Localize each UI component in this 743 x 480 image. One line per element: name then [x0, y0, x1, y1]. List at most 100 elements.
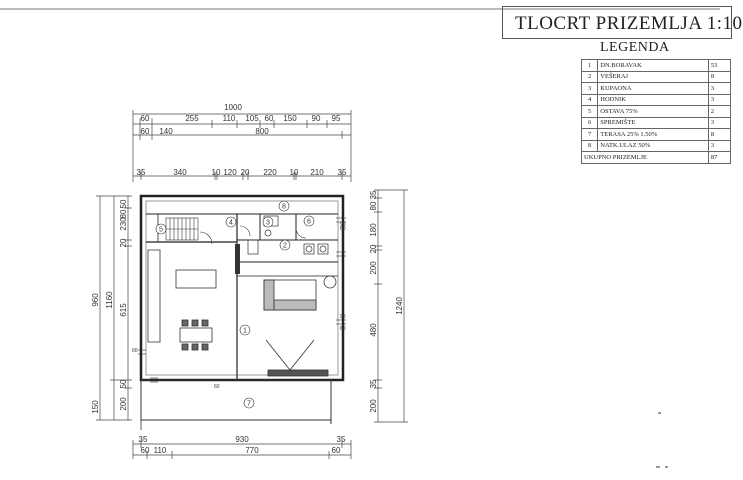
annotation-label: 60	[132, 348, 138, 354]
room-marker-2: 2	[279, 239, 291, 251]
dim-label: 615	[119, 303, 128, 317]
dim-left-outer: 960	[91, 293, 100, 307]
annotations: 60 60 60 60 90 90	[132, 222, 346, 390]
room-marker-4: 4	[225, 216, 237, 228]
windows	[138, 217, 346, 383]
room-markers: 5 3 6 4 2 1 7 8	[155, 200, 315, 409]
dim-label: 35	[369, 190, 378, 199]
dim-label: 340	[173, 168, 187, 177]
svg-text:7: 7	[247, 401, 251, 408]
svg-text:2: 2	[283, 243, 287, 250]
room-marker-5: 5	[155, 223, 167, 235]
dim-label: 105	[245, 114, 259, 123]
dim-label: 80	[119, 209, 128, 218]
doors	[199, 225, 307, 245]
top-dimensions	[132, 110, 352, 182]
dim-label: 210	[310, 168, 324, 177]
annotation-label: 60	[214, 384, 220, 390]
stairs	[165, 217, 199, 241]
floor-plan-drawing: 1000 60 255 110 105 60 150 90 95 60 140 …	[0, 8, 720, 468]
left-dimension-labels: 960 1160 150 50 80 230 20 615 50 200	[91, 199, 128, 414]
dim-label: 50	[119, 199, 128, 208]
svg-text:4: 4	[229, 220, 233, 227]
sofa	[263, 275, 337, 311]
right-dimension-labels: 1240 35 80 180 20 200 480 35 200	[369, 190, 404, 413]
kitchen	[147, 249, 217, 343]
dim-label: 150	[91, 400, 100, 414]
dim-label: 140	[159, 127, 173, 136]
annotation-label: 90	[340, 314, 346, 320]
dim-label: 230	[119, 217, 128, 231]
dim-label: 10	[212, 168, 221, 177]
legend-row: 5 OSTAVA 75% 2	[580, 105, 732, 118]
room-marker-7: 7	[243, 397, 255, 409]
right-dimensions	[374, 189, 408, 423]
print-specks	[656, 412, 668, 468]
dim-label: 800	[255, 127, 269, 136]
dim-label: 150	[283, 114, 297, 123]
dim-label: 95	[332, 114, 341, 123]
dim-label: 20	[241, 168, 250, 177]
legend-row: 3 KUPAONA 3	[580, 82, 732, 95]
legend-table: 1 DN.BORAVAK 53 2 VEŠERAJ 8 3 KUPAONA 3 …	[580, 59, 732, 164]
annotation-label: 60	[340, 326, 346, 332]
legend-row: 8 NATK.ULAZ 50% 3	[580, 139, 732, 152]
dim-right-overall: 1240	[395, 297, 404, 315]
dim-label: 60	[141, 127, 150, 136]
svg-text:5: 5	[159, 227, 163, 234]
dim-label: 120	[223, 168, 237, 177]
dining-table	[179, 319, 213, 351]
dim-label: 480	[369, 323, 378, 337]
dim-label: 110	[223, 114, 236, 123]
dim-label: 20	[119, 238, 128, 247]
drawing-title: TLOCRT PRIZEMLJA 1:10	[502, 6, 742, 39]
dim-label: 60	[332, 446, 341, 455]
room-marker-8: 8	[278, 200, 290, 212]
annotation-label: 90	[340, 222, 346, 228]
room-marker-1: 1	[239, 324, 251, 336]
legend-row: 4 HODNIK 3	[580, 93, 732, 106]
annotation-label: 60	[340, 226, 346, 232]
dim-label: 50	[119, 379, 128, 388]
legend-row: 1 DN.BORAVAK 53	[580, 59, 732, 72]
top-dimension-labels: 1000 60 255 110 105 60 150 90 95 60 140 …	[137, 103, 347, 177]
dim-label: 80	[369, 201, 378, 210]
bottom-dimensions	[132, 440, 352, 459]
dim-label: 60	[265, 114, 274, 123]
legend-total-row: UKUPNO PRIZEMLJE 87	[581, 151, 732, 164]
dim-label: 35	[139, 435, 148, 444]
dim-label: 35	[338, 168, 347, 177]
dim-label: 200	[369, 399, 378, 413]
svg-text:6: 6	[307, 219, 311, 226]
bottom-dimension-labels: 930 35 35 60 110 770 60	[139, 435, 346, 455]
dim-label: 90	[312, 114, 321, 123]
dim-label: 770	[245, 446, 259, 455]
dim-label: 10	[290, 168, 299, 177]
legend-heading: LEGENDA	[600, 40, 670, 55]
dim-label: 60	[141, 446, 150, 455]
dim-label: 35	[337, 435, 346, 444]
room-marker-6: 6	[303, 215, 315, 227]
dim-label: 110	[154, 446, 167, 455]
legend-row: 7 TERASA 25% 1.50% 8	[580, 128, 732, 141]
dim-label: 200	[369, 261, 378, 275]
dim-label: 35	[137, 168, 146, 177]
tv-unit	[265, 339, 329, 377]
left-dimensions	[96, 195, 132, 421]
legend-row: 6 SPREMIŠTE 3	[580, 116, 732, 129]
dim-top-overall: 1000	[224, 103, 242, 112]
legend-row: 2 VEŠERAJ 8	[580, 70, 732, 83]
dim-label: 220	[263, 168, 277, 177]
svg-text:3: 3	[266, 220, 270, 227]
dim-label: 20	[369, 244, 378, 253]
room-marker-3: 3	[262, 216, 274, 228]
svg-text:1: 1	[243, 328, 247, 335]
dim-bottom-overall: 930	[235, 435, 249, 444]
dim-label: 60	[141, 114, 150, 123]
dim-label: 255	[185, 114, 199, 123]
dim-left-mid: 1160	[105, 291, 114, 309]
dim-label: 35	[369, 379, 378, 388]
dim-label: 200	[119, 397, 128, 411]
terrace	[140, 379, 332, 430]
svg-text:8: 8	[282, 204, 286, 211]
